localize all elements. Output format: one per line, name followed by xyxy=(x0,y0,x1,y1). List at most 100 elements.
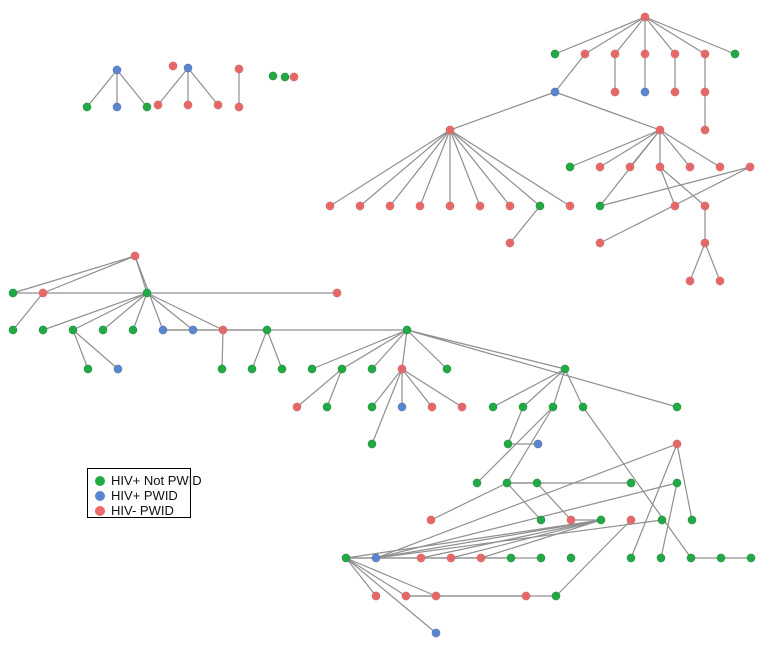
node-green xyxy=(536,515,546,525)
edge-70 xyxy=(406,329,448,370)
node-green xyxy=(142,288,152,298)
edge-81 xyxy=(522,368,566,408)
edge-0 xyxy=(86,69,118,108)
node-red xyxy=(415,201,425,211)
edge-65 xyxy=(266,329,283,370)
node-red xyxy=(289,72,299,82)
node-dot xyxy=(431,591,441,601)
node-core xyxy=(597,240,603,246)
node-core xyxy=(291,74,297,80)
node-core xyxy=(236,66,242,72)
node-red xyxy=(640,12,650,22)
edge-87 xyxy=(506,406,554,484)
edge-59 xyxy=(72,329,89,370)
node-dot xyxy=(685,162,695,172)
node-green xyxy=(560,364,570,374)
node-dot xyxy=(98,325,108,335)
node-red xyxy=(505,238,515,248)
node-dot xyxy=(234,64,244,74)
edge-9 xyxy=(614,16,646,55)
node-core xyxy=(40,290,46,296)
node-dot xyxy=(686,553,696,563)
node-dot xyxy=(536,553,546,563)
node-red xyxy=(431,591,441,601)
edge-102 xyxy=(345,557,407,597)
node-red xyxy=(625,162,635,172)
edge-13 xyxy=(644,16,736,55)
node-dot xyxy=(626,478,636,488)
edge-75 xyxy=(371,368,403,408)
node-red xyxy=(745,162,755,172)
node-green xyxy=(277,364,287,374)
node-dot xyxy=(82,102,92,112)
node-core xyxy=(568,517,574,523)
node-core xyxy=(642,51,648,57)
node-green xyxy=(657,515,667,525)
edge-7 xyxy=(554,16,646,55)
node-red xyxy=(218,325,228,335)
node-dot xyxy=(503,439,513,449)
node-dot xyxy=(445,201,455,211)
node-dot xyxy=(355,201,365,211)
node-dot xyxy=(446,553,456,563)
node-dot xyxy=(535,201,545,211)
node-core xyxy=(334,290,340,296)
edge-30 xyxy=(449,129,571,207)
edge-25 xyxy=(419,129,451,207)
node-dot xyxy=(367,364,377,374)
edge-3 xyxy=(157,67,189,106)
node-dot xyxy=(188,325,198,335)
node-dot xyxy=(397,402,407,412)
node-dot xyxy=(550,87,560,97)
node-core xyxy=(428,517,434,523)
node-core xyxy=(672,51,678,57)
node-dot xyxy=(307,364,317,374)
node-core xyxy=(459,404,465,410)
legend-item-red: HIV- PWID xyxy=(95,503,184,518)
node-dot xyxy=(341,553,351,563)
edge-95 xyxy=(375,519,602,559)
node-core xyxy=(132,253,138,259)
node-green xyxy=(536,553,546,563)
node-dot xyxy=(657,515,667,525)
node-blue xyxy=(397,402,407,412)
node-dot xyxy=(670,201,680,211)
node-dot xyxy=(745,162,755,172)
node-green xyxy=(686,553,696,563)
node-blue xyxy=(183,63,193,73)
node-dot xyxy=(670,87,680,97)
node-green xyxy=(83,364,93,374)
node-dot xyxy=(371,591,381,601)
node-dot xyxy=(700,49,710,59)
node-core xyxy=(373,593,379,599)
node-dot xyxy=(715,162,725,172)
node-core xyxy=(417,203,423,209)
node-dot xyxy=(551,591,561,601)
node-dot xyxy=(548,402,558,412)
node-blue xyxy=(371,553,381,563)
node-blue xyxy=(640,87,650,97)
node-red xyxy=(371,591,381,601)
edge-29 xyxy=(449,129,541,207)
node-core xyxy=(627,164,633,170)
node-blue xyxy=(550,87,560,97)
node-green xyxy=(247,364,257,374)
node-dot xyxy=(550,49,560,59)
node-dot xyxy=(655,162,665,172)
edge-69 xyxy=(401,329,408,370)
node-core xyxy=(478,555,484,561)
node-dot xyxy=(213,100,223,110)
node-dot xyxy=(183,63,193,73)
legend-item-green: HIV+ Not PWID xyxy=(95,473,202,488)
node-dot xyxy=(8,325,18,335)
node-core xyxy=(220,327,226,333)
node-green xyxy=(38,325,48,335)
node-red xyxy=(700,125,710,135)
node-green xyxy=(262,325,272,335)
node-green xyxy=(68,325,78,335)
edge-64 xyxy=(251,329,268,370)
node-core xyxy=(702,127,708,133)
node-dot xyxy=(431,628,441,638)
node-blue xyxy=(431,628,441,638)
